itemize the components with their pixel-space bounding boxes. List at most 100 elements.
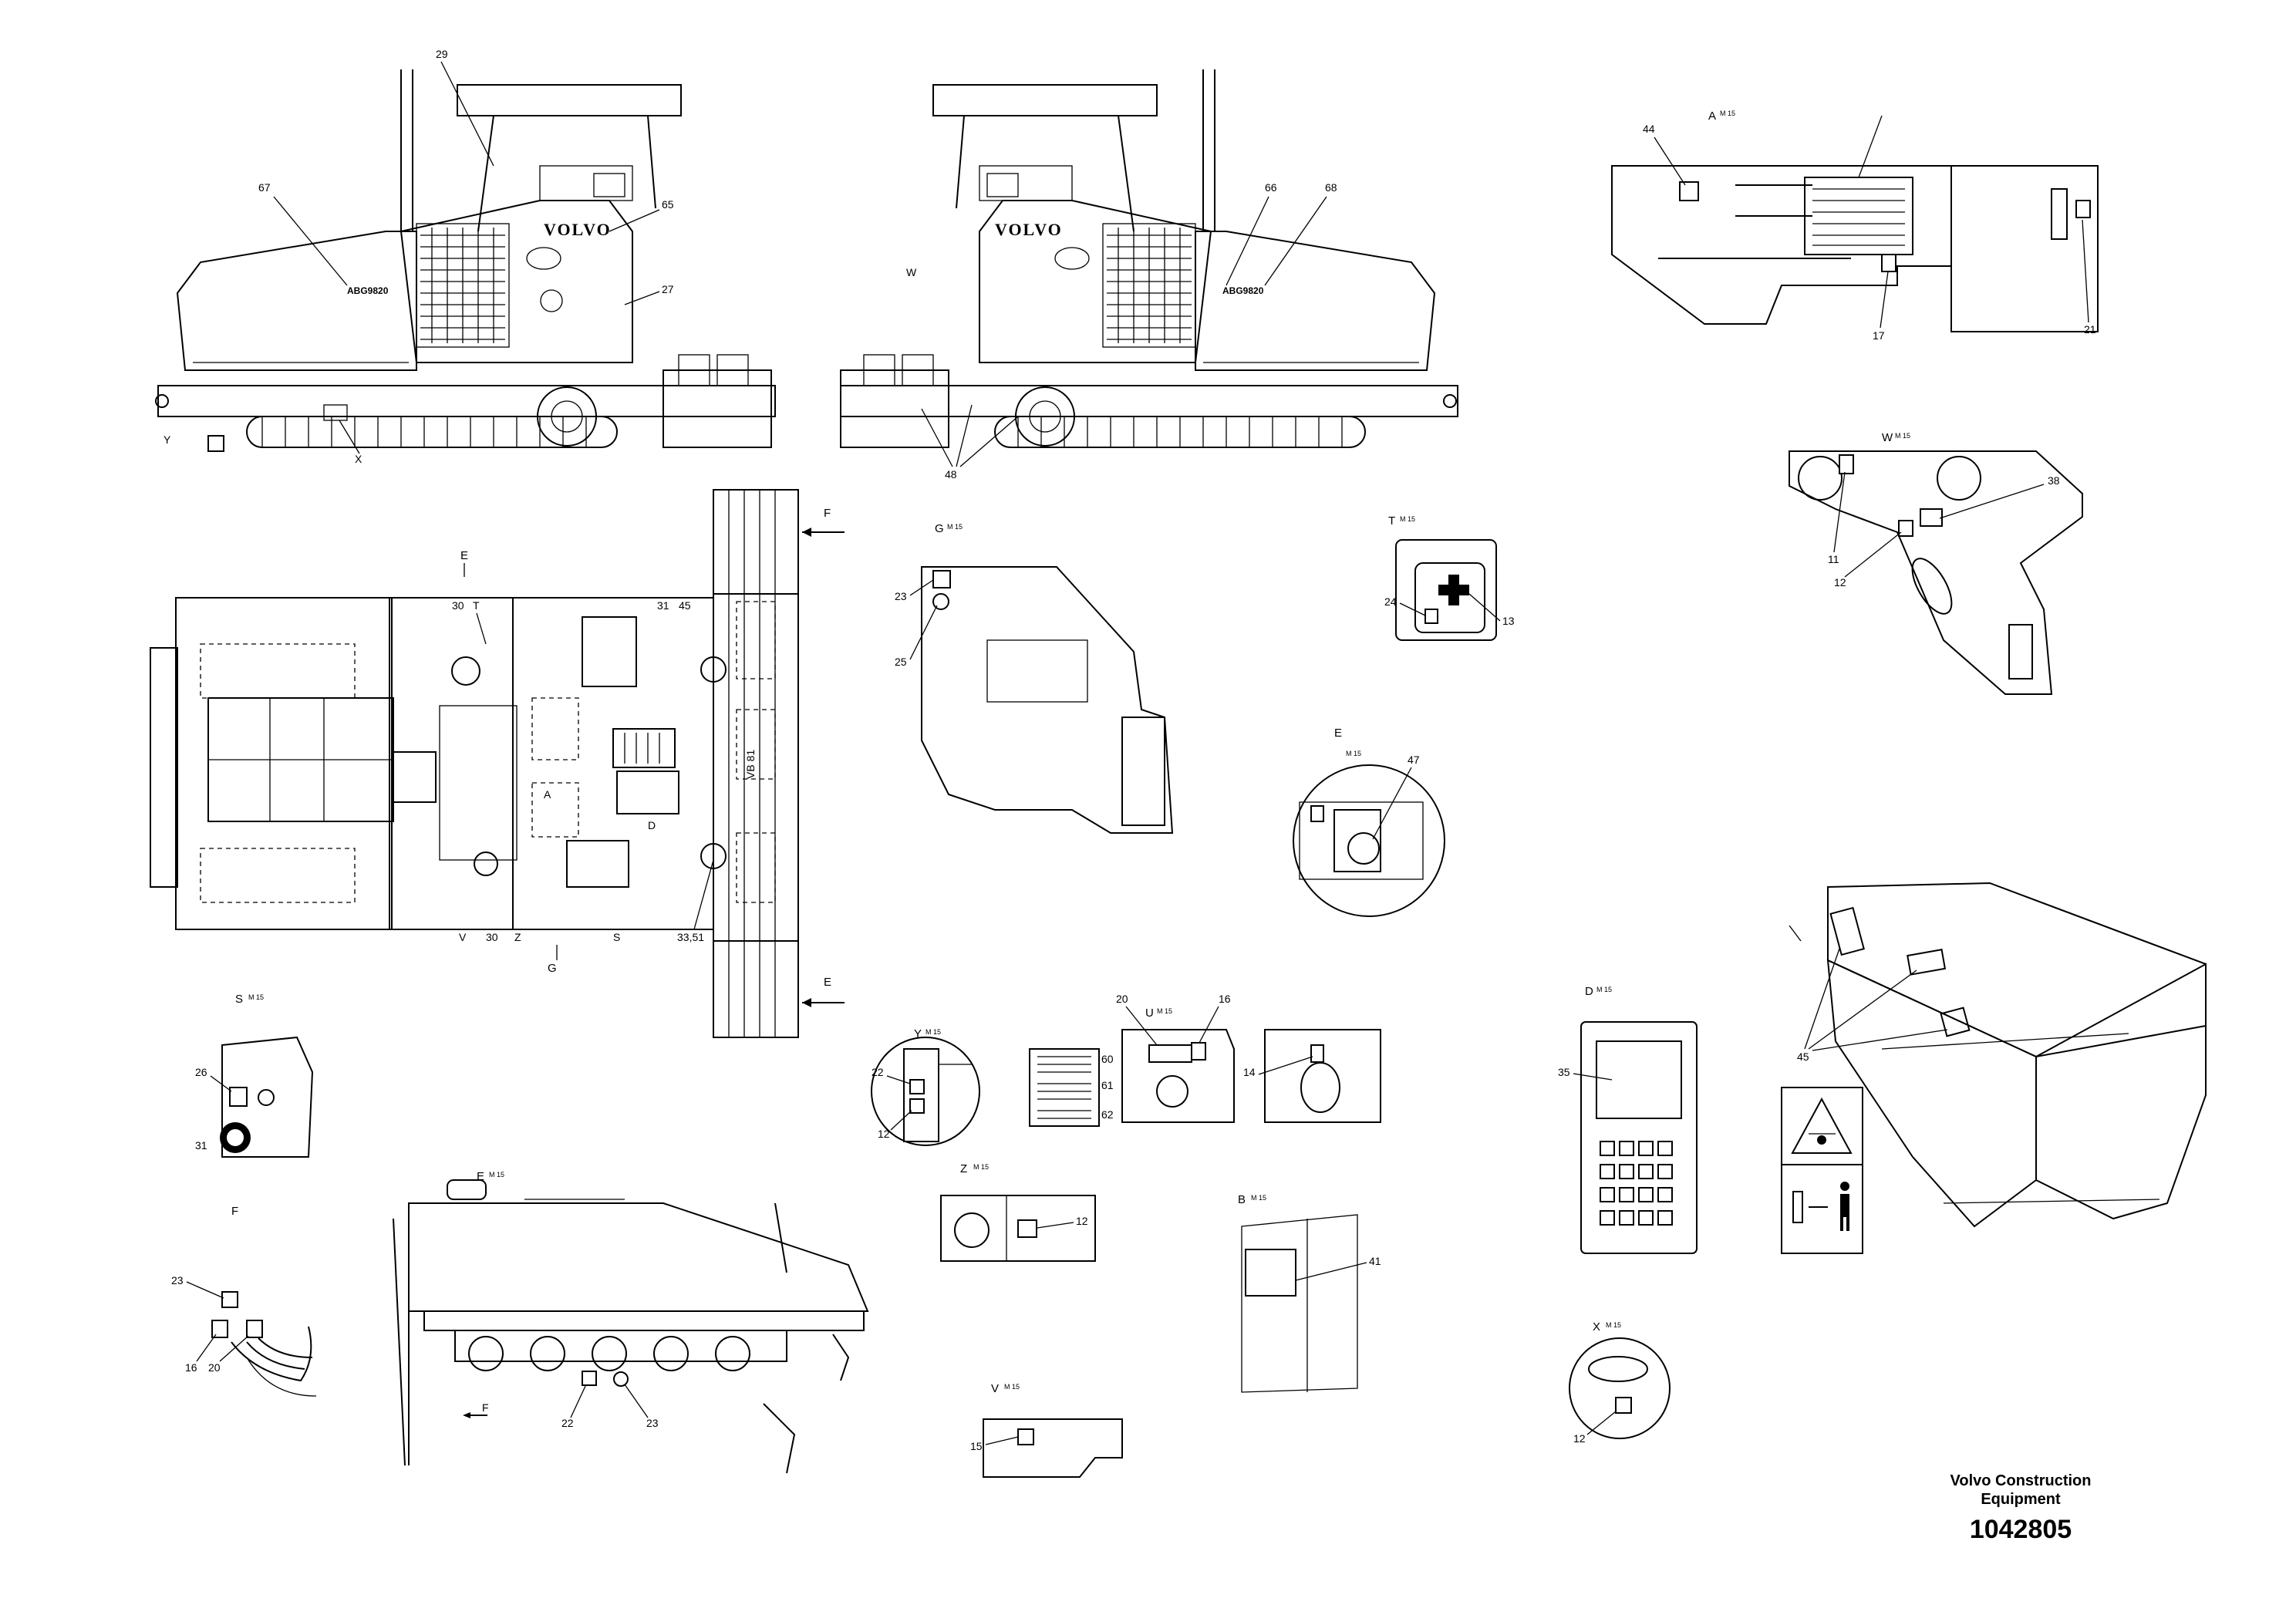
view-Z: Z M 15 12 bbox=[940, 1162, 1096, 1262]
callout-45: 45 bbox=[1797, 1050, 1809, 1063]
callout-14: 14 bbox=[1243, 1066, 1256, 1078]
callout-67: 67 bbox=[258, 181, 271, 194]
callout-20-F: 20 bbox=[208, 1361, 221, 1374]
view-E-detail-title: E bbox=[1334, 727, 1342, 740]
view-G: G M 15 23 25 bbox=[895, 522, 1174, 834]
callout-30-a: 30 bbox=[452, 599, 464, 612]
callout-68: 68 bbox=[1325, 181, 1337, 194]
view-X-sub: M 15 bbox=[1606, 1321, 1621, 1329]
view-U-title: U bbox=[1145, 1007, 1154, 1020]
callout-26: 26 bbox=[195, 1066, 207, 1078]
plan-G-label: G bbox=[548, 962, 557, 975]
view-G-title: G bbox=[935, 522, 944, 535]
callout-17: 17 bbox=[1873, 329, 1885, 342]
warning-decal bbox=[1781, 1087, 1863, 1254]
brand-logo-right: VOLVO bbox=[995, 220, 1063, 239]
callout-A-plan: A bbox=[544, 788, 551, 801]
callout-23-G: 23 bbox=[895, 590, 907, 602]
view-T-title: T bbox=[1388, 514, 1395, 528]
view-B-title: B bbox=[1238, 1193, 1246, 1206]
callout-21: 21 bbox=[2084, 323, 2096, 336]
callout-23-E: 23 bbox=[646, 1417, 659, 1429]
callout-W: W bbox=[906, 266, 917, 278]
view-F-title: F bbox=[231, 1205, 238, 1218]
plan-E-label: E bbox=[460, 549, 468, 562]
paver-plan-view: E G bbox=[150, 489, 845, 1038]
callout-23-F: 23 bbox=[171, 1274, 184, 1286]
view-F: F 23 16 20 bbox=[171, 1205, 317, 1397]
view-A-title: A bbox=[1708, 110, 1716, 123]
view-D-title: D bbox=[1585, 985, 1593, 998]
callout-22-Y: 22 bbox=[872, 1066, 884, 1078]
callout-16-U: 16 bbox=[1219, 993, 1231, 1005]
arrow-E-label: E bbox=[824, 976, 831, 989]
callout-61: 61 bbox=[1101, 1079, 1114, 1091]
callout-T-plan: T bbox=[473, 599, 480, 612]
paver-side-view-right: VOLVO ABG9820 bbox=[840, 69, 1458, 448]
view-Z-sub: M 15 bbox=[973, 1163, 989, 1171]
callout-44: 44 bbox=[1643, 123, 1655, 135]
paver-side-view-left: VOLVO ABG9820 bbox=[155, 69, 776, 452]
view-E-detail-sub: M 15 bbox=[1346, 750, 1361, 757]
arrow-F-label: F bbox=[824, 507, 831, 520]
view-D-sub: M 15 bbox=[1596, 986, 1612, 993]
callout-47: 47 bbox=[1408, 754, 1420, 766]
callout-11: 11 bbox=[1828, 553, 1839, 565]
view-Z-title: Z bbox=[960, 1162, 967, 1175]
callout-65: 65 bbox=[662, 198, 674, 211]
callout-12-Z: 12 bbox=[1076, 1215, 1088, 1227]
drawing-number: 1042805 bbox=[1969, 1515, 2072, 1544]
view-S-title: S bbox=[235, 993, 243, 1006]
view-A: A M 15 44 17 21 bbox=[1611, 110, 2099, 342]
callout-31-plan: 31 bbox=[657, 599, 669, 612]
view-Y-sub: M 15 bbox=[925, 1028, 941, 1036]
view-E-detail: E M 15 47 bbox=[1293, 727, 1445, 917]
callout-31-S: 31 bbox=[195, 1139, 207, 1152]
view-E-side-sub: M 15 bbox=[489, 1171, 504, 1179]
callout-22-E: 22 bbox=[561, 1417, 574, 1429]
callout-48: 48 bbox=[945, 468, 957, 481]
callout-41: 41 bbox=[1369, 1255, 1381, 1267]
callout-25-G: 25 bbox=[895, 656, 907, 668]
company-name-line1: Volvo Construction bbox=[1950, 1472, 2092, 1489]
callout-33-51: 33,51 bbox=[677, 931, 704, 943]
model-decal-right: ABG9820 bbox=[1222, 285, 1264, 296]
callout-D-plan: D bbox=[648, 819, 656, 831]
view-B: B M 15 41 bbox=[1238, 1193, 1381, 1393]
callout-30-b: 30 bbox=[486, 931, 498, 943]
callout-X: X bbox=[355, 453, 362, 465]
view-Y: Y M 15 22 12 bbox=[871, 1027, 980, 1146]
title-block: Volvo Construction Equipment 1042805 bbox=[1905, 1472, 2136, 1545]
model-decal-left: ABG9820 bbox=[347, 285, 389, 296]
hopper-perspective-view: 45 bbox=[1781, 882, 2207, 1254]
callout-S-plan: S bbox=[613, 931, 620, 943]
view-V-title: V bbox=[991, 1382, 999, 1395]
view-A-sub: M 15 bbox=[1720, 110, 1735, 117]
callout-12-X: 12 bbox=[1573, 1432, 1586, 1445]
callout-F-E: F bbox=[482, 1401, 489, 1414]
view-X-title: X bbox=[1593, 1320, 1600, 1334]
callout-66: 66 bbox=[1265, 181, 1277, 194]
brand-logo-left: VOLVO bbox=[544, 220, 612, 239]
callout-45-plan: 45 bbox=[679, 599, 691, 612]
view-V: V M 15 15 bbox=[970, 1382, 1123, 1478]
callout-Y: Y bbox=[164, 433, 171, 446]
callout-15: 15 bbox=[970, 1440, 983, 1452]
callout-V-plan: V bbox=[459, 931, 467, 943]
view-X: X M 15 12 bbox=[1569, 1320, 1671, 1445]
callout-13-T: 13 bbox=[1502, 615, 1515, 627]
callout-38: 38 bbox=[2048, 474, 2060, 487]
view-W-title: W bbox=[1882, 431, 1893, 444]
company-name-line2: Equipment bbox=[1981, 1491, 2061, 1508]
view-Y-title: Y bbox=[914, 1027, 922, 1040]
view-E-side-title: E bbox=[477, 1170, 484, 1183]
view-S-sub: M 15 bbox=[248, 993, 264, 1001]
callout-16-F: 16 bbox=[185, 1361, 197, 1374]
callout-20-U: 20 bbox=[1116, 993, 1128, 1005]
callout-29: 29 bbox=[436, 48, 448, 60]
view-G-sub: M 15 bbox=[947, 523, 963, 531]
callout-24-T: 24 bbox=[1384, 595, 1397, 608]
side-view-callouts: 29 67 65 27 Y X 66 68 W 48 bbox=[164, 48, 1337, 481]
view-E-side: E M 15 22 23 F bbox=[393, 1170, 869, 1474]
